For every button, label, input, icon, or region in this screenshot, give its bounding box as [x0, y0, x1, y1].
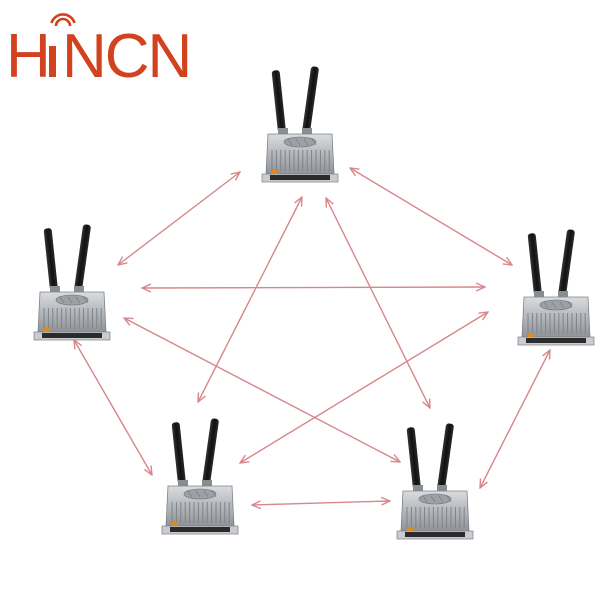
link-arrow-right-bottom-left [240, 312, 488, 463]
link-arrow-left-bottom-left [74, 340, 152, 475]
antenna [202, 418, 219, 485]
antenna [302, 66, 319, 133]
svg-text:H: H [6, 22, 49, 84]
device-right [517, 229, 595, 346]
device-bottom-right [396, 423, 474, 540]
wireless-video-transmitter-icon [261, 66, 339, 183]
device-top [261, 66, 339, 183]
hincn-logo: H NCN [6, 13, 216, 94]
logo-wordmark: H NCN [6, 22, 192, 91]
connector-strip [526, 338, 586, 343]
link-arrow-top-right [350, 168, 512, 265]
link-arrow-bottom-left-bottom-right [252, 501, 390, 505]
device-bottom-left [161, 418, 239, 535]
wireless-video-transmitter-icon [161, 418, 239, 535]
wireless-video-transmitter-icon [517, 229, 595, 346]
antenna [43, 228, 58, 291]
device-left [33, 224, 111, 341]
connector-strip [42, 333, 102, 338]
connector-strip [405, 532, 465, 537]
devices-layer [33, 66, 595, 540]
svg-text:NCN: NCN [62, 22, 190, 84]
link-arrow-left-right [142, 287, 485, 288]
link-arrows [74, 168, 550, 505]
antenna [558, 229, 575, 296]
antenna [271, 70, 286, 133]
connector-strip [270, 175, 330, 180]
connector-strip [170, 527, 230, 532]
link-arrow-right-bottom-right [480, 350, 550, 488]
antenna [437, 423, 454, 490]
wireless-video-transmitter-icon [396, 423, 474, 540]
link-arrow-top-left [118, 172, 240, 265]
link-arrow-top-bottom-left [198, 197, 302, 402]
wifi-signal-icon [50, 13, 76, 27]
antenna [527, 233, 542, 296]
antenna [171, 422, 186, 485]
antenna [74, 224, 91, 291]
antenna [406, 427, 421, 490]
wireless-video-transmitter-icon [33, 224, 111, 341]
link-arrow-top-bottom-right [326, 198, 430, 408]
